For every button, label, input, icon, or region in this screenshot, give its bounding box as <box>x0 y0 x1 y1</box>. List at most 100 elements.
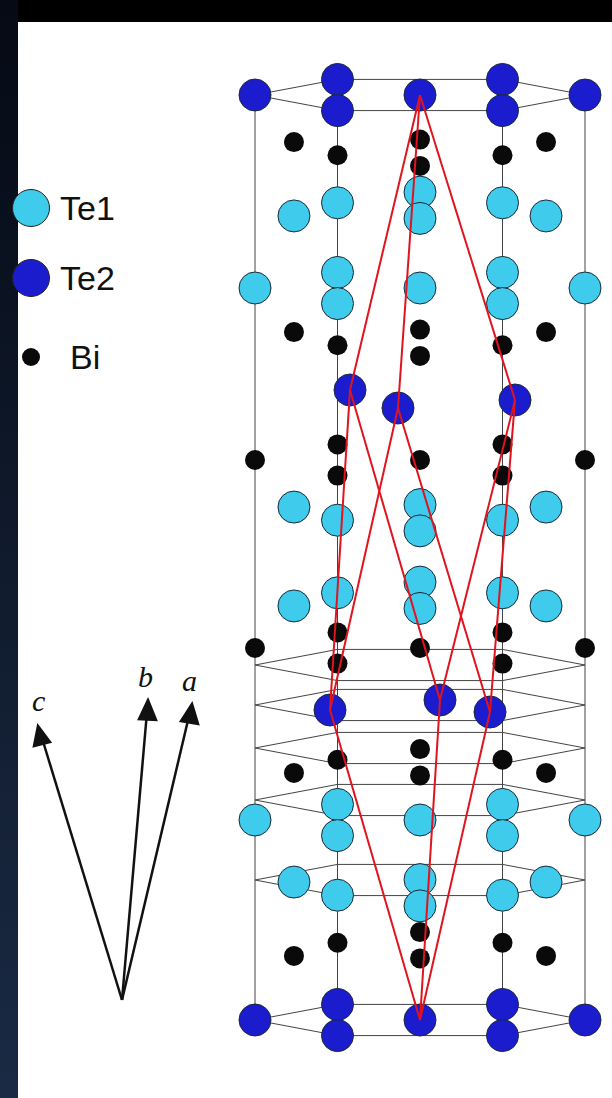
axis-label: b <box>138 660 153 694</box>
rhombohedral-cell-edge <box>330 710 420 1020</box>
bi-atom <box>410 320 430 340</box>
te1-atom <box>487 187 519 219</box>
te1-atom <box>278 491 310 523</box>
bi-atom <box>284 946 304 966</box>
bi-atom <box>410 948 430 968</box>
te1-atom <box>487 288 519 320</box>
te2-atom <box>487 95 519 127</box>
legend-swatch <box>22 348 40 366</box>
te1-atom <box>322 504 354 536</box>
bi-atom <box>536 132 556 152</box>
te2-atom <box>487 988 519 1020</box>
bi-atom <box>410 346 430 366</box>
legend-label: Te1 <box>60 189 115 228</box>
bi-atom <box>328 434 348 454</box>
bi-atom <box>493 654 513 674</box>
bi-atom <box>284 322 304 342</box>
bi-atom <box>328 654 348 674</box>
bi-atom <box>245 450 265 470</box>
te2-atom <box>569 79 601 111</box>
background-panel <box>18 22 612 1098</box>
te2-atom <box>569 1004 601 1036</box>
te2-atom <box>322 1020 354 1052</box>
te1-atom <box>239 272 271 304</box>
te2-atom <box>487 1020 519 1052</box>
te1-atom <box>278 866 310 898</box>
background-band <box>0 0 18 1098</box>
bi-atom <box>575 638 595 658</box>
te1-atom <box>278 590 310 622</box>
te1-atom <box>322 187 354 219</box>
cell-hexagon <box>255 689 585 720</box>
te1-atom <box>322 256 354 288</box>
te1-atom <box>487 820 519 852</box>
te1-atom <box>487 788 519 820</box>
bi-atom <box>410 130 430 150</box>
bi-atom <box>410 739 430 759</box>
cell-edge <box>585 95 586 1020</box>
axis-line <box>122 716 189 1000</box>
te1-atom <box>404 202 436 234</box>
te1-atom <box>322 288 354 320</box>
te1-atom <box>569 804 601 836</box>
te1-atom <box>530 866 562 898</box>
legend-swatch <box>12 189 50 227</box>
te2-atom <box>239 1004 271 1036</box>
arrow-head <box>139 700 156 720</box>
rhombohedral-cell-edge <box>330 408 398 710</box>
legend-entry: Te2 <box>12 258 115 298</box>
te1-atom <box>322 788 354 820</box>
te1-atom <box>239 804 271 836</box>
legend-label: Bi <box>70 338 100 377</box>
bi-atom <box>536 322 556 342</box>
axis-label: a <box>182 664 197 698</box>
te2-atom <box>322 63 354 95</box>
cell-edge <box>255 95 256 1020</box>
te1-atom <box>530 491 562 523</box>
axis-line <box>42 738 122 1000</box>
bi-atom <box>575 450 595 470</box>
bi-atom <box>410 156 430 176</box>
te1-atom <box>404 592 436 624</box>
bi-atom <box>493 933 513 953</box>
te1-atom <box>487 577 519 609</box>
bi-atom <box>410 922 430 942</box>
te1-atom <box>322 879 354 911</box>
legend-entry: Te1 <box>12 188 115 228</box>
rhombohedral-cell-edge <box>490 400 515 712</box>
bi-atom <box>493 145 513 165</box>
te2-atom <box>239 79 271 111</box>
legend-swatch <box>12 259 50 297</box>
legend-entry: Bi <box>12 337 100 377</box>
bi-atom <box>328 335 348 355</box>
te1-atom <box>404 890 436 922</box>
te1-atom <box>322 820 354 852</box>
te2-atom <box>322 988 354 1020</box>
bi-atom <box>328 622 348 642</box>
te1-atom <box>487 879 519 911</box>
te2-atom <box>487 63 519 95</box>
te1-atom <box>569 272 601 304</box>
rhombohedral-cell-edge <box>398 95 420 408</box>
bi-atom <box>328 145 348 165</box>
bi-atom <box>536 946 556 966</box>
arrow-head <box>34 726 50 746</box>
te1-atom <box>278 200 310 232</box>
cell-hexagon <box>255 732 585 763</box>
rhombohedral-cell-edge <box>420 712 490 1020</box>
bi-atom <box>328 933 348 953</box>
te1-atom <box>530 200 562 232</box>
bi-atom <box>410 765 430 785</box>
rhombohedral-cell-edge <box>398 408 490 712</box>
te1-atom <box>487 504 519 536</box>
te1-atom <box>404 272 436 304</box>
bi-atom <box>284 763 304 783</box>
te2-atom <box>322 95 354 127</box>
te1-atom <box>487 256 519 288</box>
axis-label: c <box>32 684 45 718</box>
rhombohedral-cell-edge <box>350 390 440 700</box>
bi-atom <box>493 750 513 770</box>
bi-atom <box>536 763 556 783</box>
bi-atom <box>245 638 265 658</box>
